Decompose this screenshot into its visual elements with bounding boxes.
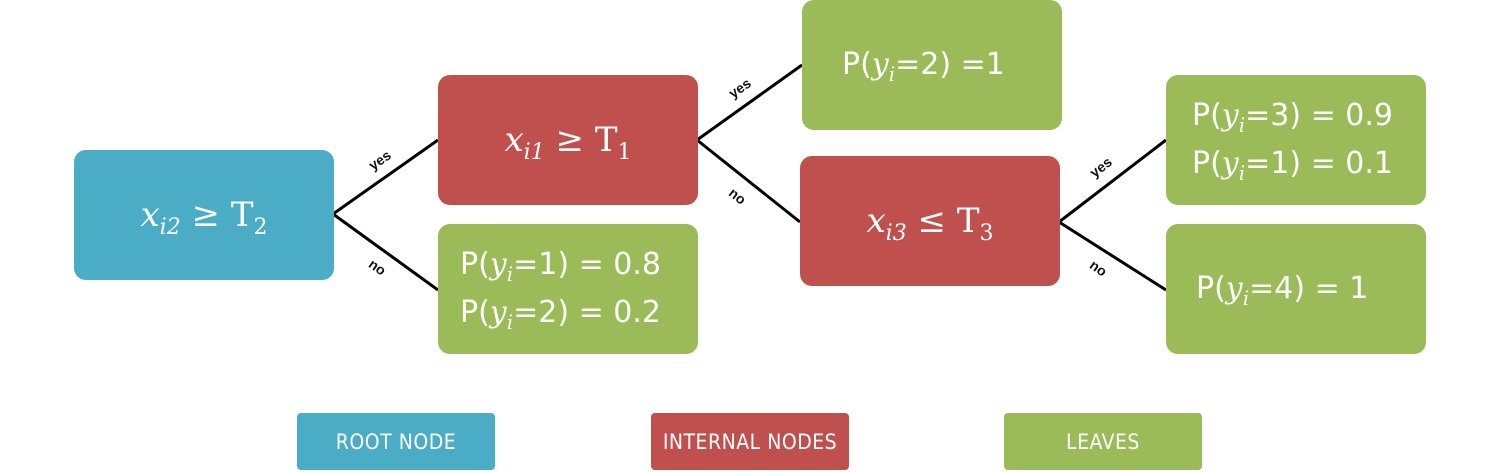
leaf-c-line-1: P(yi=3) = 0.9 bbox=[1192, 98, 1394, 137]
internal-node-1-condition: xi1 ≥ T1 bbox=[504, 120, 632, 165]
leaf-node-d: P(yi=4) = 1 bbox=[1166, 224, 1426, 354]
legend-leaves: LEAVES bbox=[1004, 413, 1202, 470]
leaf-node-a: P(yi=2) =1 bbox=[802, 0, 1062, 130]
edge-root-yes bbox=[332, 138, 439, 216]
leaf-b-line-2: P(yi=2) = 0.2 bbox=[460, 295, 662, 334]
internal-node-3: xi3 ≤ T3 bbox=[800, 156, 1060, 286]
edge-n3-no bbox=[1058, 220, 1167, 292]
root-node-condition: xi2 ≥ T2 bbox=[140, 195, 268, 240]
leaf-b-line-1: P(yi=1) = 0.8 bbox=[460, 247, 662, 286]
leaf-node-b: P(yi=1) = 0.8 P(yi=2) = 0.2 bbox=[438, 224, 698, 354]
internal-node-1: xi1 ≥ T1 bbox=[438, 75, 698, 205]
root-node: xi2 ≥ T2 bbox=[74, 150, 334, 280]
leaf-a-line-1: P(yi=2) =1 bbox=[842, 47, 1005, 86]
leaf-c-line-2: P(yi=1) = 0.1 bbox=[1192, 146, 1394, 185]
legend-root-node: ROOT NODE bbox=[297, 413, 495, 470]
leaf-node-c: P(yi=3) = 0.9 P(yi=1) = 0.1 bbox=[1166, 75, 1426, 205]
edge-n1-no bbox=[696, 138, 801, 224]
edge-n3-yes bbox=[1058, 138, 1167, 224]
internal-node-3-condition: xi3 ≤ T3 bbox=[866, 201, 994, 246]
legend-internal-nodes: INTERNAL NODES bbox=[651, 413, 849, 470]
edge-n1-yes bbox=[696, 63, 803, 142]
leaf-d-line-1: P(yi=4) = 1 bbox=[1196, 271, 1369, 310]
edge-root-no bbox=[332, 212, 439, 292]
